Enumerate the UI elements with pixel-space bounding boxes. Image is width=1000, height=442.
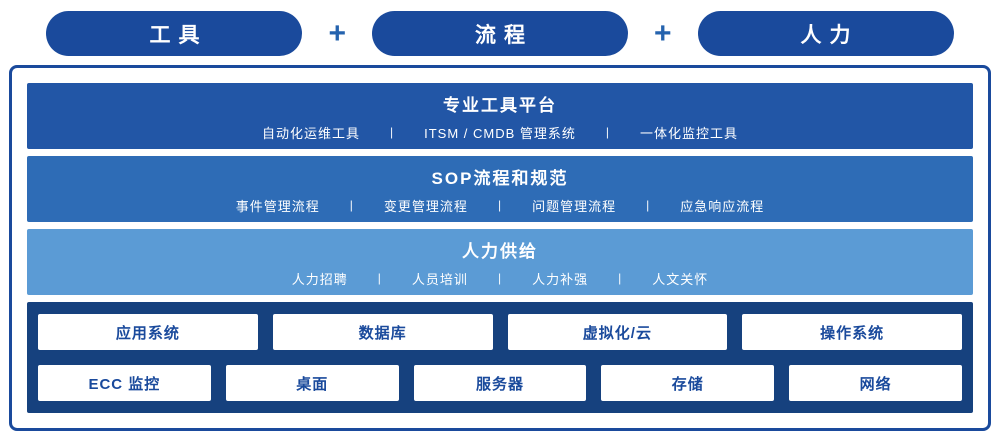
band-item: ITSM / CMDB 管理系统 (424, 125, 576, 141)
pill-manpower-label: 人力 (800, 23, 859, 47)
band-tool-platform-items: 自动化运维工具 | ITSM / CMDB 管理系统 | 一体化监控工具 (262, 123, 738, 142)
band-item: 人力招聘 (291, 271, 348, 287)
separator: | (497, 198, 503, 212)
band-sop-process-items: 事件管理流程 | 变更管理流程 | 问题管理流程 | 应急响应流程 (236, 196, 764, 215)
grid-row-2: ECC 监控 桌面 服务器 存储 网络 (38, 365, 962, 401)
band-item: 人文关怀 (652, 271, 709, 287)
band-item: 事件管理流程 (235, 198, 320, 214)
band-item: 应急响应流程 (680, 198, 765, 214)
separator: | (497, 271, 503, 285)
pill-tools: 工具 (46, 11, 303, 56)
band-manpower-supply: 人力供给 人力招聘 | 人员培训 | 人力补强 | 人文关怀 (27, 229, 973, 295)
separator: | (618, 271, 623, 285)
pill-process-label: 流程 (475, 23, 533, 47)
band-sop-process-title: SOP流程和规范 (431, 168, 569, 188)
band-item: 变更管理流程 (383, 198, 468, 214)
grid-box-server: 服务器 (413, 365, 587, 401)
band-item: 一体化监控工具 (640, 125, 739, 141)
separator: | (349, 198, 354, 212)
separator: | (646, 198, 651, 212)
plus-icon: + (328, 16, 346, 50)
pill-process: 流程 (372, 11, 628, 56)
separator: | (377, 271, 382, 285)
separator: | (389, 125, 395, 139)
grid-box-ecc-monitoring: ECC 监控 (38, 365, 211, 401)
diagram-frame: 专业工具平台 自动化运维工具 | ITSM / CMDB 管理系统 | 一体化监… (9, 65, 991, 431)
band-item: 自动化运维工具 (261, 125, 360, 141)
band-manpower-supply-title: 人力供给 (462, 241, 538, 261)
separator: | (605, 125, 611, 139)
plus-icon: + (654, 16, 672, 50)
band-tool-platform: 专业工具平台 自动化运维工具 | ITSM / CMDB 管理系统 | 一体化监… (27, 83, 973, 149)
grid-box-storage: 存储 (601, 365, 775, 401)
band-item: 人员培训 (411, 271, 468, 287)
grid-box-operating-system: 操作系统 (742, 314, 962, 350)
band-manpower-supply-items: 人力招聘 | 人员培训 | 人力补强 | 人文关怀 (292, 269, 708, 288)
infrastructure-grid: 应用系统 数据库 虚拟化/云 操作系统 ECC 监控 桌面 服务器 存储 网络 (27, 302, 973, 413)
grid-box-network: 网络 (789, 365, 962, 401)
band-item: 问题管理流程 (532, 198, 617, 214)
grid-box-application-system: 应用系统 (38, 314, 258, 350)
header-pill-row: 工具 + 流程 + 人力 (0, 0, 1000, 65)
pill-tools-label: 工具 (149, 23, 208, 47)
band-sop-process: SOP流程和规范 事件管理流程 | 变更管理流程 | 问题管理流程 | 应急响应… (27, 156, 973, 222)
band-item: 人力补强 (532, 271, 589, 287)
grid-box-virtualization-cloud: 虚拟化/云 (507, 314, 728, 350)
band-tool-platform-title: 专业工具平台 (443, 95, 557, 115)
grid-box-database: 数据库 (272, 314, 493, 350)
pill-manpower: 人力 (697, 11, 954, 56)
grid-row-1: 应用系统 数据库 虚拟化/云 操作系统 (38, 314, 962, 350)
grid-box-desktop: 桌面 (225, 365, 399, 401)
